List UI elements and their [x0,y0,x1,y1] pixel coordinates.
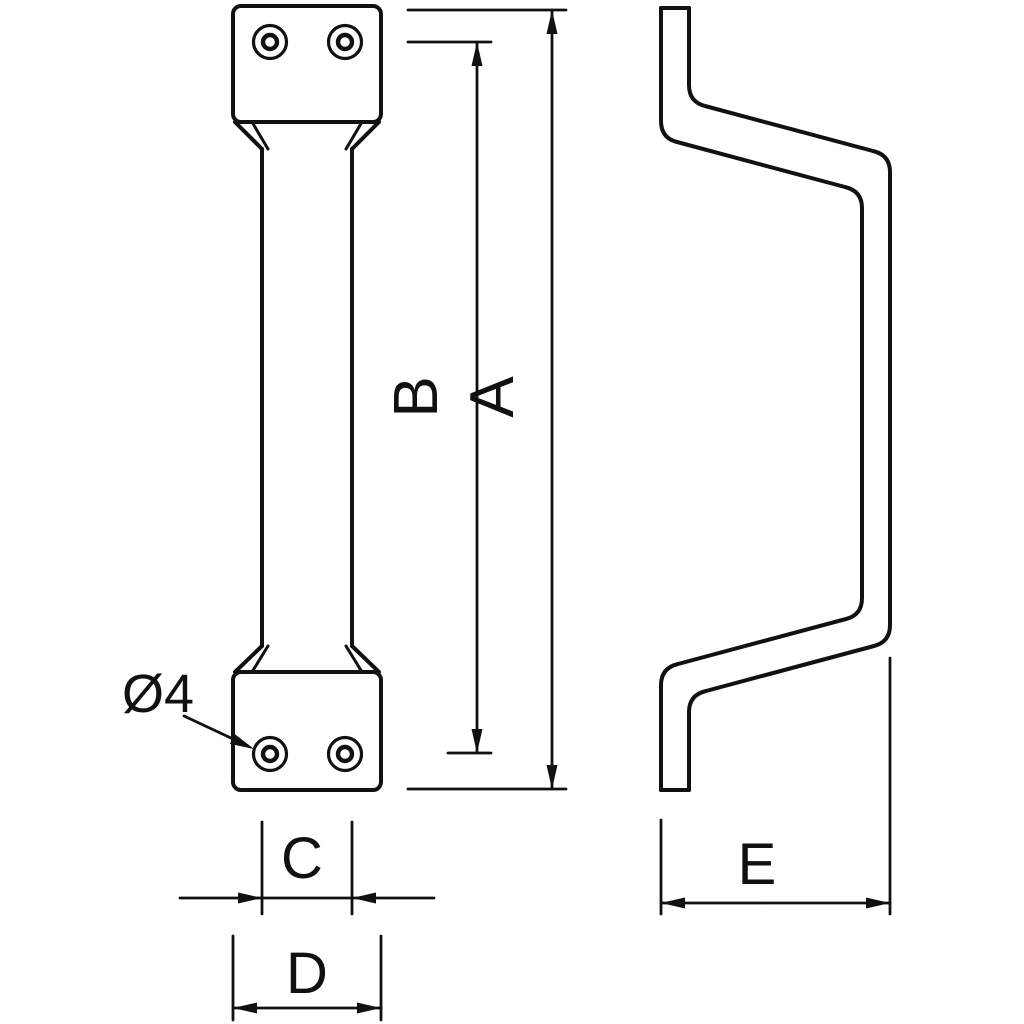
bottom-mounting-plate [231,670,383,792]
dim-e-arrow-right [866,897,890,909]
dimension-b: B [382,40,493,755]
dim-b-arrow-up [471,42,483,66]
dim-b-arrow-down [471,729,483,753]
screw-hole-bottom-left-inner [260,744,280,764]
top-taper-left-edge [233,120,264,151]
screw-hole-bottom-right-inner [335,744,355,764]
screw-hole-top-right-outer [326,23,364,61]
dim-c-arrow-left-inward [238,892,262,904]
front-view [231,4,383,792]
dimension-e: E [659,656,892,916]
screw-hole-bottom-right-outer [326,735,364,773]
hole-callout-leader-arrow [229,733,254,749]
hole-callout: Ø4 [122,664,254,749]
dim-d-arrow-left [233,1002,257,1014]
bottom-taper-right-edge [350,644,381,674]
dim-d-arrow-right [357,1002,381,1014]
dim-d-label: D [286,941,328,1006]
bottom-taper-left-edge [233,644,264,674]
dim-c-arrow-right-inward [352,892,376,904]
screw-hole-top-left-inner [260,32,280,52]
side-view [659,6,892,792]
top-taper-right-edge [350,120,381,151]
screw-hole-top-left-outer [251,23,289,61]
dimension-a: A [406,8,568,791]
side-profile-door-face [659,6,864,792]
dimension-d: D [231,934,383,1022]
top-mounting-plate [231,4,383,124]
dim-e-label: E [738,832,777,897]
screw-hole-bottom-left-outer [251,735,289,773]
dimensions: B A C D [122,8,892,1022]
dim-a-label: A [458,376,527,418]
top-taper-right-chamfer [344,120,364,151]
bottom-taper-right-chamfer [344,644,364,674]
bottom-taper-left-chamfer [250,644,270,674]
screw-hole-top-right-inner [335,32,355,52]
dim-a-arrow-up [546,10,558,34]
dim-e-arrow-left [661,897,685,909]
dim-c-label: C [281,826,323,891]
side-profile-outer-face [687,6,892,792]
dim-a-arrow-down [546,765,558,789]
dim-b-label: B [382,376,451,417]
dimension-c: C [178,820,436,916]
hole-callout-label: Ø4 [122,664,194,724]
top-taper-left-chamfer [250,120,270,151]
